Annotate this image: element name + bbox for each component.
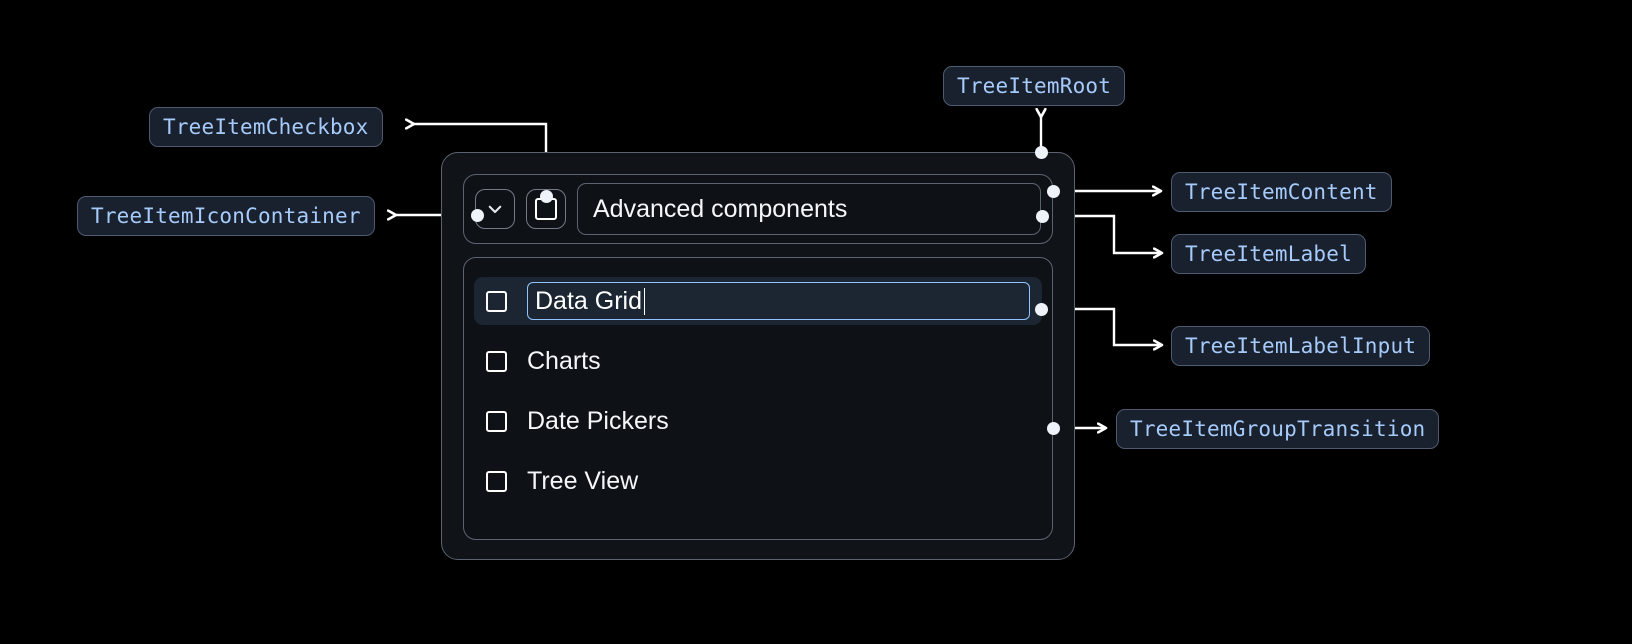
anchor-dot-group-transition — [1046, 421, 1060, 435]
tree-item-root[interactable]: Advanced components Data Grid Charts Dat… — [441, 152, 1075, 560]
tree-item-row-charts[interactable]: Charts — [474, 337, 1042, 385]
anchor-dot-root — [1034, 145, 1048, 159]
tree-item-row-tree-view[interactable]: Tree View — [474, 457, 1042, 505]
checkbox-box-icon[interactable] — [486, 470, 507, 492]
tree-item-label-text: Advanced components — [593, 194, 848, 223]
anchor-dot-icon-container — [470, 208, 484, 222]
tree-item-label-text: Date Pickers — [527, 406, 669, 435]
annotation-chip-tree-item-checkbox: TreeItemCheckbox — [149, 107, 383, 147]
tree-item-label-input-value: Data Grid — [535, 286, 642, 315]
annotation-chip-tree-item-content: TreeItemContent — [1171, 172, 1392, 212]
checkbox-box-icon[interactable] — [486, 410, 507, 432]
annotation-chip-tree-item-root: TreeItemRoot — [943, 66, 1126, 106]
anchor-dot-label — [1035, 209, 1049, 223]
tree-item-label-input[interactable]: Data Grid — [527, 282, 1030, 320]
anchor-dot-content — [1046, 184, 1060, 198]
chevron-down-icon — [488, 205, 502, 214]
annotation-chip-tree-item-icon-container: TreeItemIconContainer — [77, 196, 375, 236]
annotation-chip-tree-item-group-transition: TreeItemGroupTransition — [1116, 409, 1440, 449]
tree-item-content[interactable]: Advanced components — [463, 174, 1053, 244]
tree-item-icon-container[interactable] — [475, 189, 515, 229]
annotation-chip-tree-item-label-input: TreeItemLabelInput — [1171, 326, 1431, 366]
tree-item-group-transition: Data Grid Charts Date Pickers Tree View — [463, 257, 1053, 540]
checkbox-box-icon[interactable] — [486, 290, 507, 312]
annotation-chip-tree-item-label: TreeItemLabel — [1171, 234, 1366, 274]
tree-item-label-text: Charts — [527, 346, 601, 375]
tree-item-label[interactable]: Advanced components — [577, 183, 1041, 235]
anchor-dot-checkbox — [539, 189, 553, 203]
tree-item-row-date-pickers[interactable]: Date Pickers — [474, 397, 1042, 445]
checkbox-box-icon[interactable] — [486, 350, 507, 372]
tree-item-row-data-grid[interactable]: Data Grid — [474, 277, 1042, 325]
tree-item-label-text: Tree View — [527, 466, 639, 495]
text-caret — [643, 287, 646, 315]
anchor-dot-label-input — [1034, 302, 1048, 316]
